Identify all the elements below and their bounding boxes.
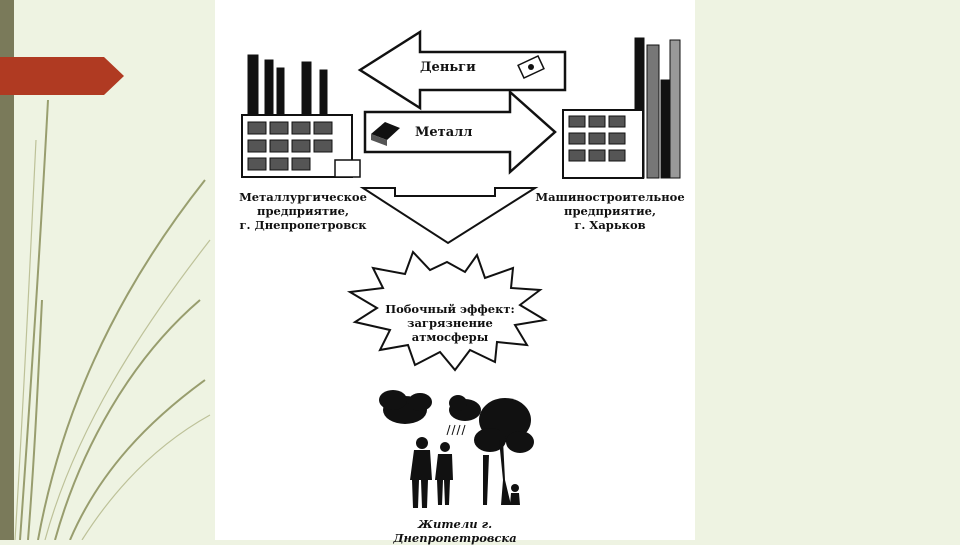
left-enterprise-label: Металлургическое предприятие, г. Днепроп… <box>233 190 373 232</box>
metal-arrow-label: Металл <box>415 125 472 140</box>
down-arrow-icon <box>363 188 535 243</box>
side-effect-label: Побочный эффект: загрязнение атмосферы <box>370 302 530 344</box>
title-marker-tab <box>0 57 124 95</box>
diagram-image: Деньги Металл Металлургическое предприят… <box>215 0 695 540</box>
money-arrow-label: Деньги <box>420 60 476 75</box>
people-trees-icon <box>379 390 534 508</box>
diagram-svg <box>215 0 695 540</box>
factory-left-icon <box>242 55 360 177</box>
right-enterprise-label: Машиностроительное предприятие, г. Харьк… <box>535 190 685 232</box>
residents-label: Жители г. Днепропетровска <box>355 517 555 545</box>
factory-right-icon <box>563 38 680 178</box>
